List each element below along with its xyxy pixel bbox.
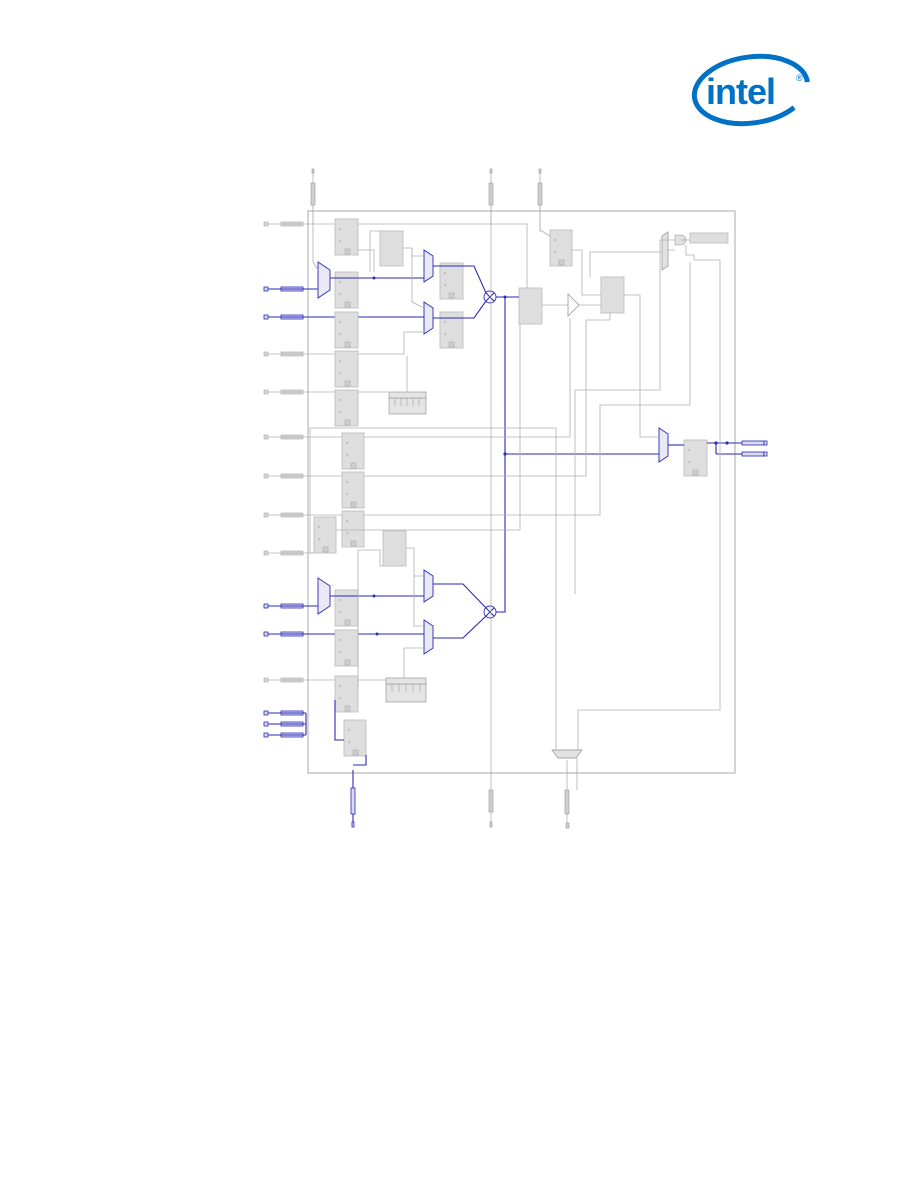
svg-text:Q: Q <box>339 650 342 654</box>
input-mux-upper[interactable] <box>317 261 331 299</box>
pipeline-register[interactable] <box>439 311 464 349</box>
register-block[interactable] <box>343 719 367 757</box>
svg-text:D: D <box>339 398 342 402</box>
svg-text:Q: Q <box>339 610 342 614</box>
input-pin[interactable] <box>263 677 335 683</box>
svg-text:Q: Q <box>318 537 321 541</box>
control-block-upper[interactable] <box>379 230 404 267</box>
module-boundary <box>307 210 736 774</box>
svg-text:Q: Q <box>339 371 342 375</box>
output-mux[interactable] <box>658 427 669 463</box>
svg-text:D: D <box>444 271 447 275</box>
svg-text:D: D <box>346 480 349 484</box>
input-pin-active[interactable] <box>263 603 318 609</box>
svg-text:Q: Q <box>688 460 691 464</box>
svg-text:Q: Q <box>554 250 557 254</box>
status-register[interactable] <box>549 229 573 267</box>
accumulator-block[interactable] <box>600 276 625 314</box>
buffer-triangle[interactable] <box>567 293 580 317</box>
svg-text:D: D <box>339 684 342 688</box>
input-pin[interactable] <box>263 351 335 357</box>
inactive-wires <box>309 205 721 790</box>
output-register[interactable] <box>683 439 708 477</box>
active-wires <box>305 265 684 766</box>
flag-register[interactable] <box>689 232 729 244</box>
bottom-pin-3 <box>564 760 570 829</box>
register-block[interactable] <box>341 432 365 470</box>
output-pin[interactable] <box>707 440 768 446</box>
coefficient-ram-lower[interactable] <box>385 677 427 703</box>
bottom-pin-1[interactable] <box>350 770 356 828</box>
svg-text:D: D <box>339 359 342 363</box>
register-block[interactable] <box>341 471 365 509</box>
register-block[interactable] <box>334 675 359 713</box>
input-pin-active[interactable] <box>263 732 306 738</box>
svg-text:D: D <box>339 280 342 284</box>
select-mux-3[interactable] <box>423 569 434 603</box>
input-pin[interactable] <box>263 389 335 395</box>
svg-text:Q: Q <box>444 332 447 336</box>
register-column-middle <box>313 432 365 554</box>
svg-text:D: D <box>348 728 351 732</box>
input-pin[interactable] <box>263 473 342 479</box>
register-block[interactable] <box>334 218 359 256</box>
pipeline-register[interactable] <box>439 262 464 300</box>
select-mux-1[interactable] <box>423 249 434 283</box>
logo-swoosh <box>691 53 811 127</box>
input-pin[interactable] <box>263 434 342 440</box>
svg-text:D: D <box>346 441 349 445</box>
svg-text:Q: Q <box>346 453 349 457</box>
svg-text:Q: Q <box>346 531 349 535</box>
select-mux-2[interactable] <box>423 301 434 335</box>
coefficient-ram-upper[interactable] <box>388 391 427 415</box>
svg-text:D: D <box>346 519 349 523</box>
input-pin[interactable] <box>263 221 335 227</box>
bottom-mux[interactable] <box>551 749 583 759</box>
register-block[interactable] <box>313 516 337 554</box>
register-block[interactable] <box>334 311 359 349</box>
logo-wordmark: intel <box>706 71 775 112</box>
control-block-lower[interactable] <box>382 530 407 567</box>
register-column-upper <box>334 218 359 427</box>
input-pin-active[interactable] <box>263 721 306 727</box>
register-block[interactable] <box>341 510 365 548</box>
input-pin-active[interactable] <box>263 286 318 292</box>
output-select-mux[interactable] <box>661 231 669 271</box>
svg-text:Q: Q <box>339 410 342 414</box>
input-pin[interactable] <box>263 512 342 518</box>
input-pin[interactable] <box>263 550 314 556</box>
svg-text:D: D <box>339 227 342 231</box>
intel-logo: intel ® <box>691 53 811 127</box>
svg-text:D: D <box>444 320 447 324</box>
register-column-lower <box>334 589 367 757</box>
input-pin-active[interactable] <box>263 710 306 716</box>
svg-text:Q: Q <box>339 332 342 336</box>
svg-text:Q: Q <box>339 292 342 296</box>
svg-text:D: D <box>554 238 557 242</box>
adder-block[interactable] <box>518 287 543 325</box>
svg-text:D: D <box>318 525 321 529</box>
and-gate[interactable] <box>674 234 687 246</box>
logo-registered-mark: ® <box>796 73 803 83</box>
svg-text:D: D <box>339 638 342 642</box>
svg-text:Q: Q <box>348 740 351 744</box>
svg-text:Q: Q <box>339 239 342 243</box>
svg-text:D: D <box>688 448 691 452</box>
block-detail-marks: D Q D Q D Q D Q D Q D Q D Q D Q D Q D Q D Q D Q D Q D… <box>318 227 691 744</box>
svg-text:D: D <box>339 320 342 324</box>
svg-text:Q: Q <box>444 283 447 287</box>
svg-text:Q: Q <box>346 492 349 496</box>
register-block[interactable] <box>334 350 359 388</box>
register-block[interactable] <box>334 271 359 309</box>
select-mux-4[interactable] <box>423 619 434 655</box>
input-pins-left <box>263 221 342 683</box>
bottom-pin-2 <box>488 773 494 828</box>
svg-text:D: D <box>339 598 342 602</box>
register-block[interactable] <box>334 389 359 427</box>
input-mux-lower[interactable] <box>317 577 331 615</box>
svg-text:Q: Q <box>339 696 342 700</box>
